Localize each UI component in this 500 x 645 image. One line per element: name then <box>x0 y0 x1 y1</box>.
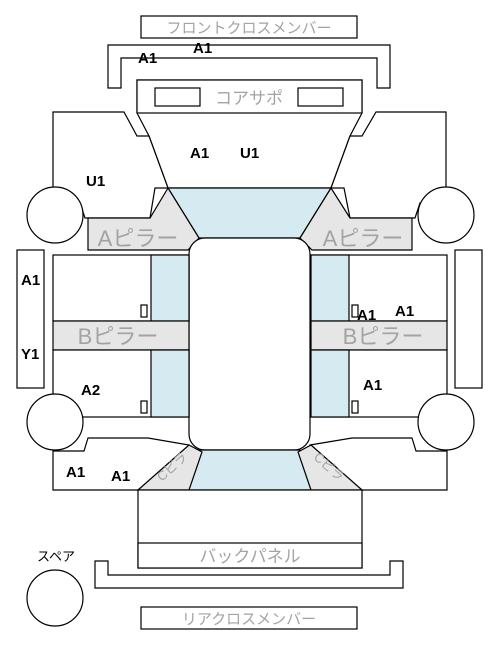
rear-window[interactable] <box>188 449 312 491</box>
left-rear-wheel[interactable] <box>26 393 84 451</box>
left-rear-window[interactable] <box>150 349 190 418</box>
right-rear-handle[interactable] <box>351 400 359 414</box>
spare-tire[interactable] <box>26 569 84 627</box>
right-front-handle[interactable] <box>351 304 359 318</box>
code-hood-u1: U1 <box>240 145 259 162</box>
left-front-wheel[interactable] <box>26 186 84 244</box>
right-rear-wheel[interactable] <box>417 393 475 451</box>
spare-label: スペア <box>37 549 75 564</box>
right-front-wheel[interactable] <box>417 186 475 244</box>
code-right-rear-door: A1 <box>363 377 382 394</box>
b-pillar-right-label: Bピラー <box>343 324 424 349</box>
right-b-pillar[interactable] <box>310 320 448 351</box>
code-left-side-y1: Y1 <box>21 346 39 363</box>
core-support-label: コアサポ <box>215 89 283 108</box>
back-panel-label: バックパネル <box>199 547 300 566</box>
back-panel[interactable] <box>137 542 363 569</box>
right-rear-window[interactable] <box>310 349 350 418</box>
front-cross-member-label: フロントクロスメンバー <box>166 20 331 37</box>
code-left-fender: U1 <box>86 173 105 190</box>
code-left-rear-door: A2 <box>81 382 100 399</box>
left-front-handle[interactable] <box>140 304 148 318</box>
rear-member-bracket[interactable] <box>94 560 404 589</box>
left-front-window[interactable] <box>150 254 190 322</box>
roof-panel[interactable] <box>188 237 311 451</box>
left-a-pillar[interactable] <box>87 186 200 251</box>
rear-cross-member-label: リアクロスメンバー <box>182 611 316 628</box>
code-front-member-right: A1 <box>193 40 212 57</box>
a-pillar-right-label: Aピラー <box>323 226 404 251</box>
left-rear-handle[interactable] <box>140 400 148 414</box>
code-right-front-door-a: A1 <box>357 307 376 324</box>
code-left-quarter-a: A1 <box>66 464 85 481</box>
b-pillar-left-label: Bピラー <box>78 324 159 349</box>
right-headlight[interactable] <box>297 87 344 107</box>
right-side-sill[interactable] <box>454 249 483 389</box>
code-right-front-door-b: A1 <box>395 303 414 320</box>
front-cross-member-box[interactable] <box>140 15 358 39</box>
code-hood-a1: A1 <box>190 145 209 162</box>
right-a-pillar[interactable] <box>299 186 413 251</box>
left-side-sill[interactable] <box>16 249 45 389</box>
code-left-side-a1: A1 <box>21 272 40 289</box>
code-front-member-left: A1 <box>138 50 157 67</box>
right-front-window[interactable] <box>310 254 350 322</box>
code-left-quarter-b: A1 <box>111 468 130 485</box>
rear-cross-member-box[interactable] <box>140 606 358 630</box>
left-headlight[interactable] <box>154 87 201 107</box>
a-pillar-left-label: Aピラー <box>98 226 179 251</box>
front-member-bracket[interactable] <box>107 44 391 89</box>
left-b-pillar[interactable] <box>52 320 190 351</box>
